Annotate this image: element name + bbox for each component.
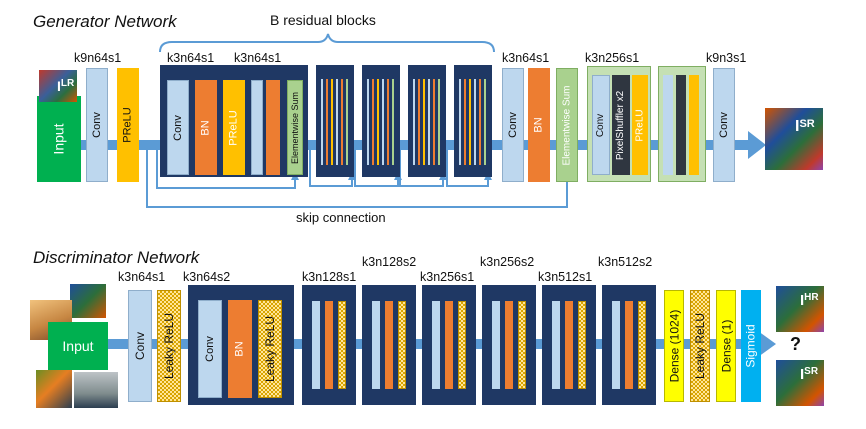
gen-sr-sub: SR <box>799 118 815 130</box>
disc-sr-image: ISR <box>776 360 824 406</box>
gen-pixel-shuffler: PixelShuffler x2 <box>612 75 630 175</box>
gen-lr-sub: LR <box>60 78 75 89</box>
disc-block-2 <box>302 285 356 405</box>
gen-res-bn-1: BN <box>195 80 217 175</box>
disc-block-leaky-relu-label: Leaky ReLU <box>263 315 278 383</box>
disc-hr-sub: HR <box>804 292 819 303</box>
disc-leaky-relu-2-label: Leaky ReLU <box>693 312 708 380</box>
gen-residual-block-5 <box>454 65 492 177</box>
gen-kernel-label-1: k9n64s1 <box>74 51 122 65</box>
disc-hr-label: I <box>800 292 805 309</box>
disc-hr-image: IHR <box>776 286 824 332</box>
disc-dense-1024-label: Dense (1024) <box>667 309 681 383</box>
disc-conv-1: Conv <box>128 290 152 402</box>
disc-block-bn: BN <box>228 300 252 398</box>
disc-kernel-label-8: k3n512s2 <box>598 255 653 269</box>
gen-residual-block-4 <box>408 65 446 177</box>
discriminator-title: Discriminator Network <box>33 248 200 267</box>
gen-res-prelu: PReLU <box>223 80 245 175</box>
gen-res-bn-2 <box>266 80 280 175</box>
disc-sr-label: I <box>800 366 805 383</box>
gen-up2-conv <box>663 75 673 175</box>
disc-input-image-4 <box>74 372 118 408</box>
disc-kernel-label-5: k3n256s1 <box>420 270 475 284</box>
gen-res-conv-1: Conv <box>167 80 189 175</box>
gen-lr-label: I <box>57 78 61 94</box>
disc-kernel-label-3: k3n128s1 <box>302 270 357 284</box>
skip-connection-label: skip connection <box>296 210 386 225</box>
gen-sr-image: ISR <box>765 108 823 170</box>
disc-block-3 <box>362 285 416 405</box>
gen-up-conv: Conv <box>592 75 610 175</box>
gen-residual-block-2 <box>316 65 354 177</box>
gen-residual-block-3 <box>362 65 400 177</box>
gen-sum-2: Elementwise Sum <box>556 68 578 182</box>
gen-kernel-label-2: k3n64s1 <box>167 51 215 65</box>
disc-kernel-label-6: k3n256s2 <box>480 255 535 269</box>
disc-block-conv: Conv <box>198 300 222 398</box>
gen-prelu-1: PReLU <box>117 68 139 182</box>
disc-input-block: Input <box>48 322 108 370</box>
gen-kernel-label-6: k9n3s1 <box>706 51 747 65</box>
generator-title: Generator Network <box>33 12 177 31</box>
disc-block-6 <box>542 285 596 405</box>
disc-block-7 <box>602 285 656 405</box>
disc-question-mark: ? <box>790 334 801 354</box>
gen-kernel-label-3: k3n64s1 <box>234 51 282 65</box>
gen-conv-2: Conv <box>502 68 524 182</box>
gen-res-conv-2 <box>251 80 263 175</box>
disc-leaky-relu-2: Leaky ReLU <box>690 290 710 402</box>
gen-sr-label: I <box>795 118 800 135</box>
disc-kernel-label-7: k3n512s1 <box>538 270 593 284</box>
disc-dense-1: Dense (1) <box>716 290 736 402</box>
disc-block-bn-label: BN <box>234 341 246 357</box>
gen-lr-image: ILR <box>39 70 77 102</box>
disc-input-image-1 <box>70 284 106 318</box>
disc-dense-1-label: Dense (1) <box>719 319 733 373</box>
disc-kernel-label-4: k3n128s2 <box>362 255 417 269</box>
disc-dense-1024: Dense (1024) <box>664 290 684 402</box>
disc-block-5 <box>482 285 536 405</box>
disc-leaky-relu-1-label: Leaky ReLU <box>162 312 177 380</box>
disc-block-leaky-relu: Leaky ReLU <box>258 300 282 398</box>
residual-blocks-label: B residual blocks <box>270 12 376 28</box>
gen-up-prelu: PReLU <box>632 75 648 175</box>
disc-leaky-relu-1: Leaky ReLU <box>157 290 181 402</box>
disc-sigmoid-label: Sigmoid <box>744 324 759 368</box>
disc-block-conv-label: Conv <box>204 336 216 362</box>
disc-input-label: Input <box>62 338 94 354</box>
gen-up2-prelu <box>689 75 699 175</box>
disc-block-4 <box>422 285 476 405</box>
disc-kernel-label-2: k3n64s2 <box>183 270 231 284</box>
gen-up2-shuffler <box>676 75 686 175</box>
disc-sigmoid: Sigmoid <box>741 290 761 402</box>
gen-conv-final: Conv <box>713 68 735 182</box>
gen-input-block: Input <box>37 96 81 182</box>
disc-kernel-label-1: k3n64s1 <box>118 270 166 284</box>
gen-res-sum: Elementwise Sum <box>287 80 303 175</box>
gen-kernel-label-5: k3n256s1 <box>585 51 640 65</box>
gen-conv-1: Conv <box>86 68 108 182</box>
disc-input-image-3 <box>36 370 72 408</box>
disc-conv-1-label: Conv <box>133 331 148 361</box>
gen-kernel-label-4: k3n64s1 <box>502 51 550 65</box>
gen-bn-2: BN <box>528 68 550 182</box>
disc-sr-sub: SR <box>804 366 819 377</box>
